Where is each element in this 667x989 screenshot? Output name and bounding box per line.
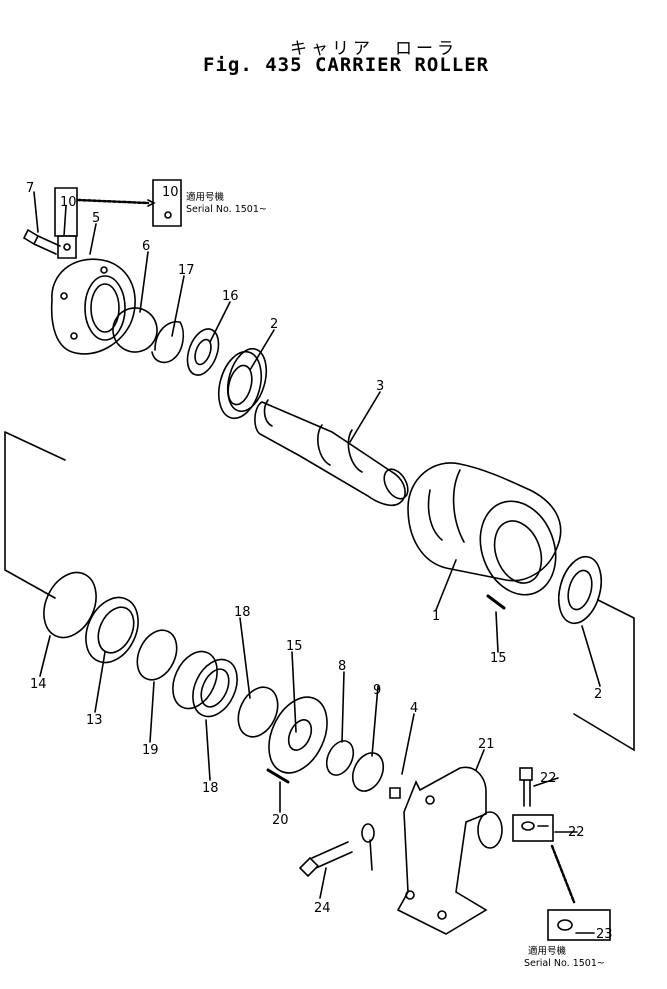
callout-13: 15	[490, 651, 507, 666]
callout-17: 18	[202, 781, 219, 796]
snap-ring-16	[151, 321, 185, 364]
plate-10-body	[57, 235, 77, 259]
note-jp-upper: 適用号機	[186, 191, 225, 203]
bracket-20	[396, 766, 503, 935]
callout-14: 15	[286, 639, 303, 654]
collar-14	[268, 696, 328, 774]
cover-7	[50, 258, 136, 355]
shaft-3	[254, 399, 409, 507]
callout-15: 16	[222, 289, 239, 304]
nut-15	[186, 328, 220, 376]
callout-12: 14	[30, 677, 47, 692]
o-ring-18-right	[237, 686, 279, 738]
callout-10-left: 10	[60, 195, 77, 210]
bearing-2-lower	[557, 555, 603, 625]
plate-10-frame	[54, 187, 78, 237]
callout-19: 20	[272, 813, 289, 828]
bolt-23	[298, 841, 353, 878]
frame-left	[4, 431, 66, 599]
callout-18-left: 19	[142, 743, 159, 758]
bearing-2-upper	[217, 347, 268, 420]
callout-22-upper: 22	[568, 825, 585, 840]
callout-21: 22	[540, 771, 557, 786]
callout-16: 17	[178, 263, 195, 278]
bolt-21	[519, 767, 533, 807]
seal-17	[172, 650, 238, 718]
o-ring-5	[325, 740, 355, 776]
o-ring-8	[112, 307, 158, 353]
washer-22-upper-frame	[512, 814, 554, 842]
o-ring-12	[43, 571, 97, 639]
o-ring-18-left	[136, 629, 178, 681]
bolt-9	[22, 228, 61, 255]
callout-10-right: 10	[162, 185, 179, 200]
callout-18-right: 18	[234, 605, 251, 620]
washer-24	[361, 823, 375, 843]
frame-right	[573, 599, 635, 752]
callout-9: 7	[26, 181, 34, 196]
note-serial-upper: Serial No. 1501~	[186, 204, 267, 215]
callout-5: 8	[338, 659, 346, 674]
washer-22-lower	[557, 919, 573, 931]
plug-4	[389, 787, 401, 799]
callout-1: 1	[432, 609, 440, 624]
callout-8: 6	[142, 239, 150, 254]
snap-ring-6	[351, 752, 385, 792]
washer-22-lower-frame	[547, 909, 611, 941]
seal-11	[85, 596, 139, 664]
washer-22-upper	[521, 821, 535, 831]
callout-11: 13	[86, 713, 103, 728]
callout-2-lower: 2	[594, 687, 602, 702]
callout-23: 24	[314, 901, 331, 916]
callout-6: 9	[373, 683, 381, 698]
callout-20: 21	[478, 737, 495, 752]
callout-22-lower: 23	[596, 927, 613, 942]
note-serial-lower: Serial No. 1501~	[524, 958, 605, 969]
plate-10-right	[152, 179, 182, 227]
callout-3: 3	[376, 379, 384, 394]
title-english: Fig. 435 CARRIER ROLLER	[203, 54, 490, 76]
callout-4: 4	[410, 701, 418, 716]
roller-1	[407, 462, 562, 596]
title-japanese: キャリア ローラ	[290, 39, 458, 59]
pin-13	[486, 594, 506, 610]
note-jp-lower: 適用号機	[528, 945, 567, 957]
callout-7: 5	[92, 211, 100, 226]
callout-2-upper: 2	[270, 317, 278, 332]
pin-19	[266, 768, 290, 784]
